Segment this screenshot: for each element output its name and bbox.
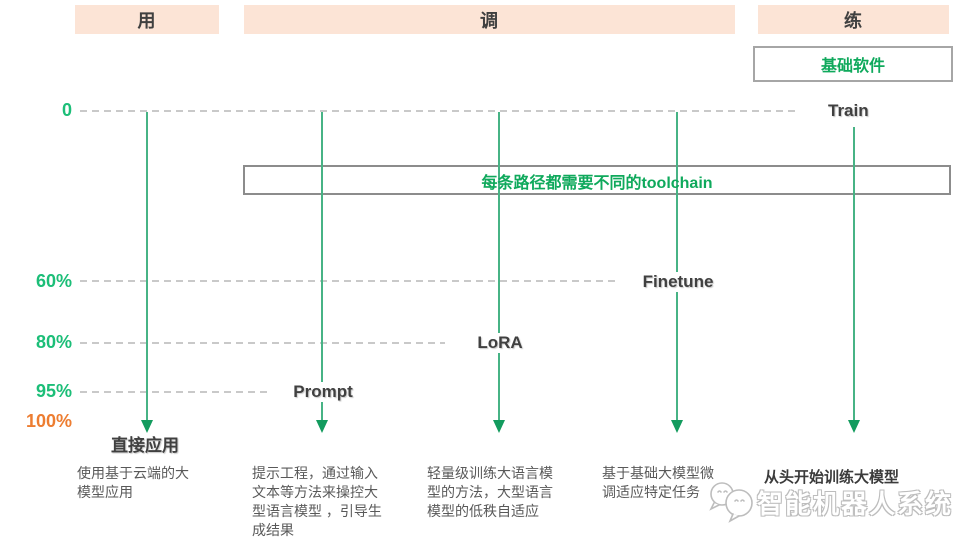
path-label-finetune: Finetune xyxy=(636,272,720,292)
gridline-0 xyxy=(80,110,797,112)
header-bar-use: 用 xyxy=(75,5,219,34)
axis-label-80: 80% xyxy=(35,332,72,352)
arrowhead-direct-use-icon xyxy=(141,420,153,433)
header-bar-train: 练 xyxy=(758,5,949,34)
axis-label-60: 60% xyxy=(35,271,72,291)
arrowhead-finetune-icon xyxy=(671,420,683,433)
path-label-direct-use: 直接应用 xyxy=(111,436,179,455)
arrowhead-train-icon xyxy=(848,420,860,433)
arrow-line-direct-use xyxy=(146,112,148,420)
toolchain-banner-box xyxy=(243,165,951,195)
axis-label-95: 95% xyxy=(35,381,72,401)
arrowhead-lora-icon xyxy=(493,420,505,433)
axis-label-100: 100% xyxy=(25,411,72,431)
arrowhead-prompt-icon xyxy=(316,420,328,433)
description-prompt: 提示工程，通过输入 文本等方法来操控大 型语言模型 ，引导生 成结果 xyxy=(252,465,382,537)
header-label-tune: 调 xyxy=(480,10,499,31)
header-label-use: 用 xyxy=(137,10,157,31)
base-software-label: 基础软件 xyxy=(820,58,885,75)
arrow-line-lora xyxy=(498,112,500,420)
watermark-text: 智能机器人系统 xyxy=(757,489,954,519)
base-software-box: 基础软件 xyxy=(753,46,953,82)
header-bar-tune: 调 xyxy=(244,5,735,34)
toolchain-banner-label: 每条路径都需要不同的toolchain xyxy=(481,175,713,192)
path-label-lora: LoRA xyxy=(471,333,529,353)
gridline-60 xyxy=(80,280,620,282)
chat-bubbles-logo-icon xyxy=(706,478,760,529)
description-train: 从头开始训练大模型 xyxy=(764,469,900,486)
description-lora: 轻量级训练大语言模 型的方法，大型语言 模型的低秩自适应 xyxy=(427,465,553,519)
arrow-line-finetune xyxy=(676,112,678,420)
gridline-80 xyxy=(80,342,445,344)
description-direct-use: 使用基于云端的大 模型应用 xyxy=(77,465,189,500)
header-label-train: 练 xyxy=(844,10,863,31)
axis-label-0: 0 xyxy=(61,100,72,120)
gridline-95 xyxy=(80,391,270,393)
arrow-line-prompt xyxy=(321,112,323,420)
description-finetune: 基于基础大模型微 调适应特定任务 xyxy=(602,465,714,500)
path-label-train: Train xyxy=(828,101,869,121)
arrow-line-train xyxy=(853,127,855,420)
path-label-prompt: Prompt xyxy=(285,382,361,402)
